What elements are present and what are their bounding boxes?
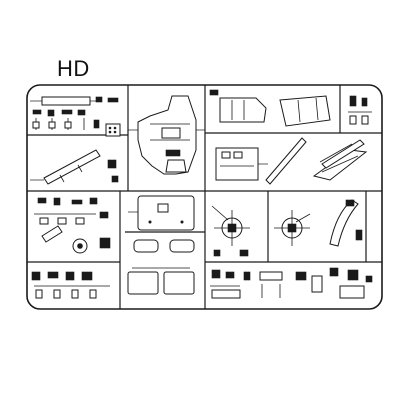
sprue-label: HD [57,56,90,81]
part-small-30 [329,267,339,277]
part-small-22 [31,271,41,281]
part-box-2 [163,271,195,295]
parts-bottom-right [210,267,373,299]
part-box-1 [127,271,159,295]
part-panel-2 [279,95,331,127]
part-small-16 [37,197,47,204]
part-small-3 [32,109,42,115]
part-dotted-block [105,123,121,137]
parts-lower-left [34,197,111,254]
part-pedal-2 [169,239,195,253]
part-small-1 [95,96,103,103]
part-bar-3 [259,271,283,281]
part-curved-arm [329,199,359,247]
part-small-20 [99,211,109,219]
part-seat-back [128,195,195,231]
parts-bottom-left [31,271,110,299]
part-small-21 [99,237,111,249]
part-small-26 [211,269,221,279]
parts-top-right [209,89,372,127]
part-small-14 [107,159,117,169]
part-small-28 [243,271,251,281]
part-small-7 [32,121,40,129]
part-small-6 [77,109,86,116]
part-strut-3 [321,139,365,169]
part-small-17 [53,197,61,206]
part-block [339,285,365,299]
parts-left-middle [30,149,119,185]
part-small-29 [295,271,307,281]
parts-right-lower [211,199,363,257]
part-small-15 [111,175,119,183]
part-panel-1 [219,97,267,123]
part-small-11 [209,89,219,96]
part-small-18 [71,199,83,205]
part-small-13 [361,97,368,107]
part-small-2 [107,97,119,103]
parts-top-left [30,96,121,137]
parts-center-bottom [127,239,195,295]
part-bar-1 [41,96,91,106]
part-bar-2 [211,289,241,299]
part-small-12 [349,95,357,107]
part-cockpit-tub [128,95,205,175]
part-small-10 [93,119,100,129]
part-small-23 [47,271,59,279]
part-small-25 [81,271,93,281]
part-small-27 [225,271,235,279]
part-small-4 [47,109,55,117]
part-strut-1 [265,137,307,185]
part-small-31 [347,269,359,281]
part-small-5 [61,109,73,115]
part-small-8 [48,121,56,129]
part-small-32 [365,275,373,283]
part-small-19 [89,197,98,205]
part-lever [41,225,63,243]
part-small-9 [64,121,72,129]
part-pedal-1 [133,239,159,253]
parts-right-middle [215,137,368,185]
part-cylinder [311,275,323,293]
part-rod-1 [43,149,101,185]
part-small-24 [65,271,75,281]
